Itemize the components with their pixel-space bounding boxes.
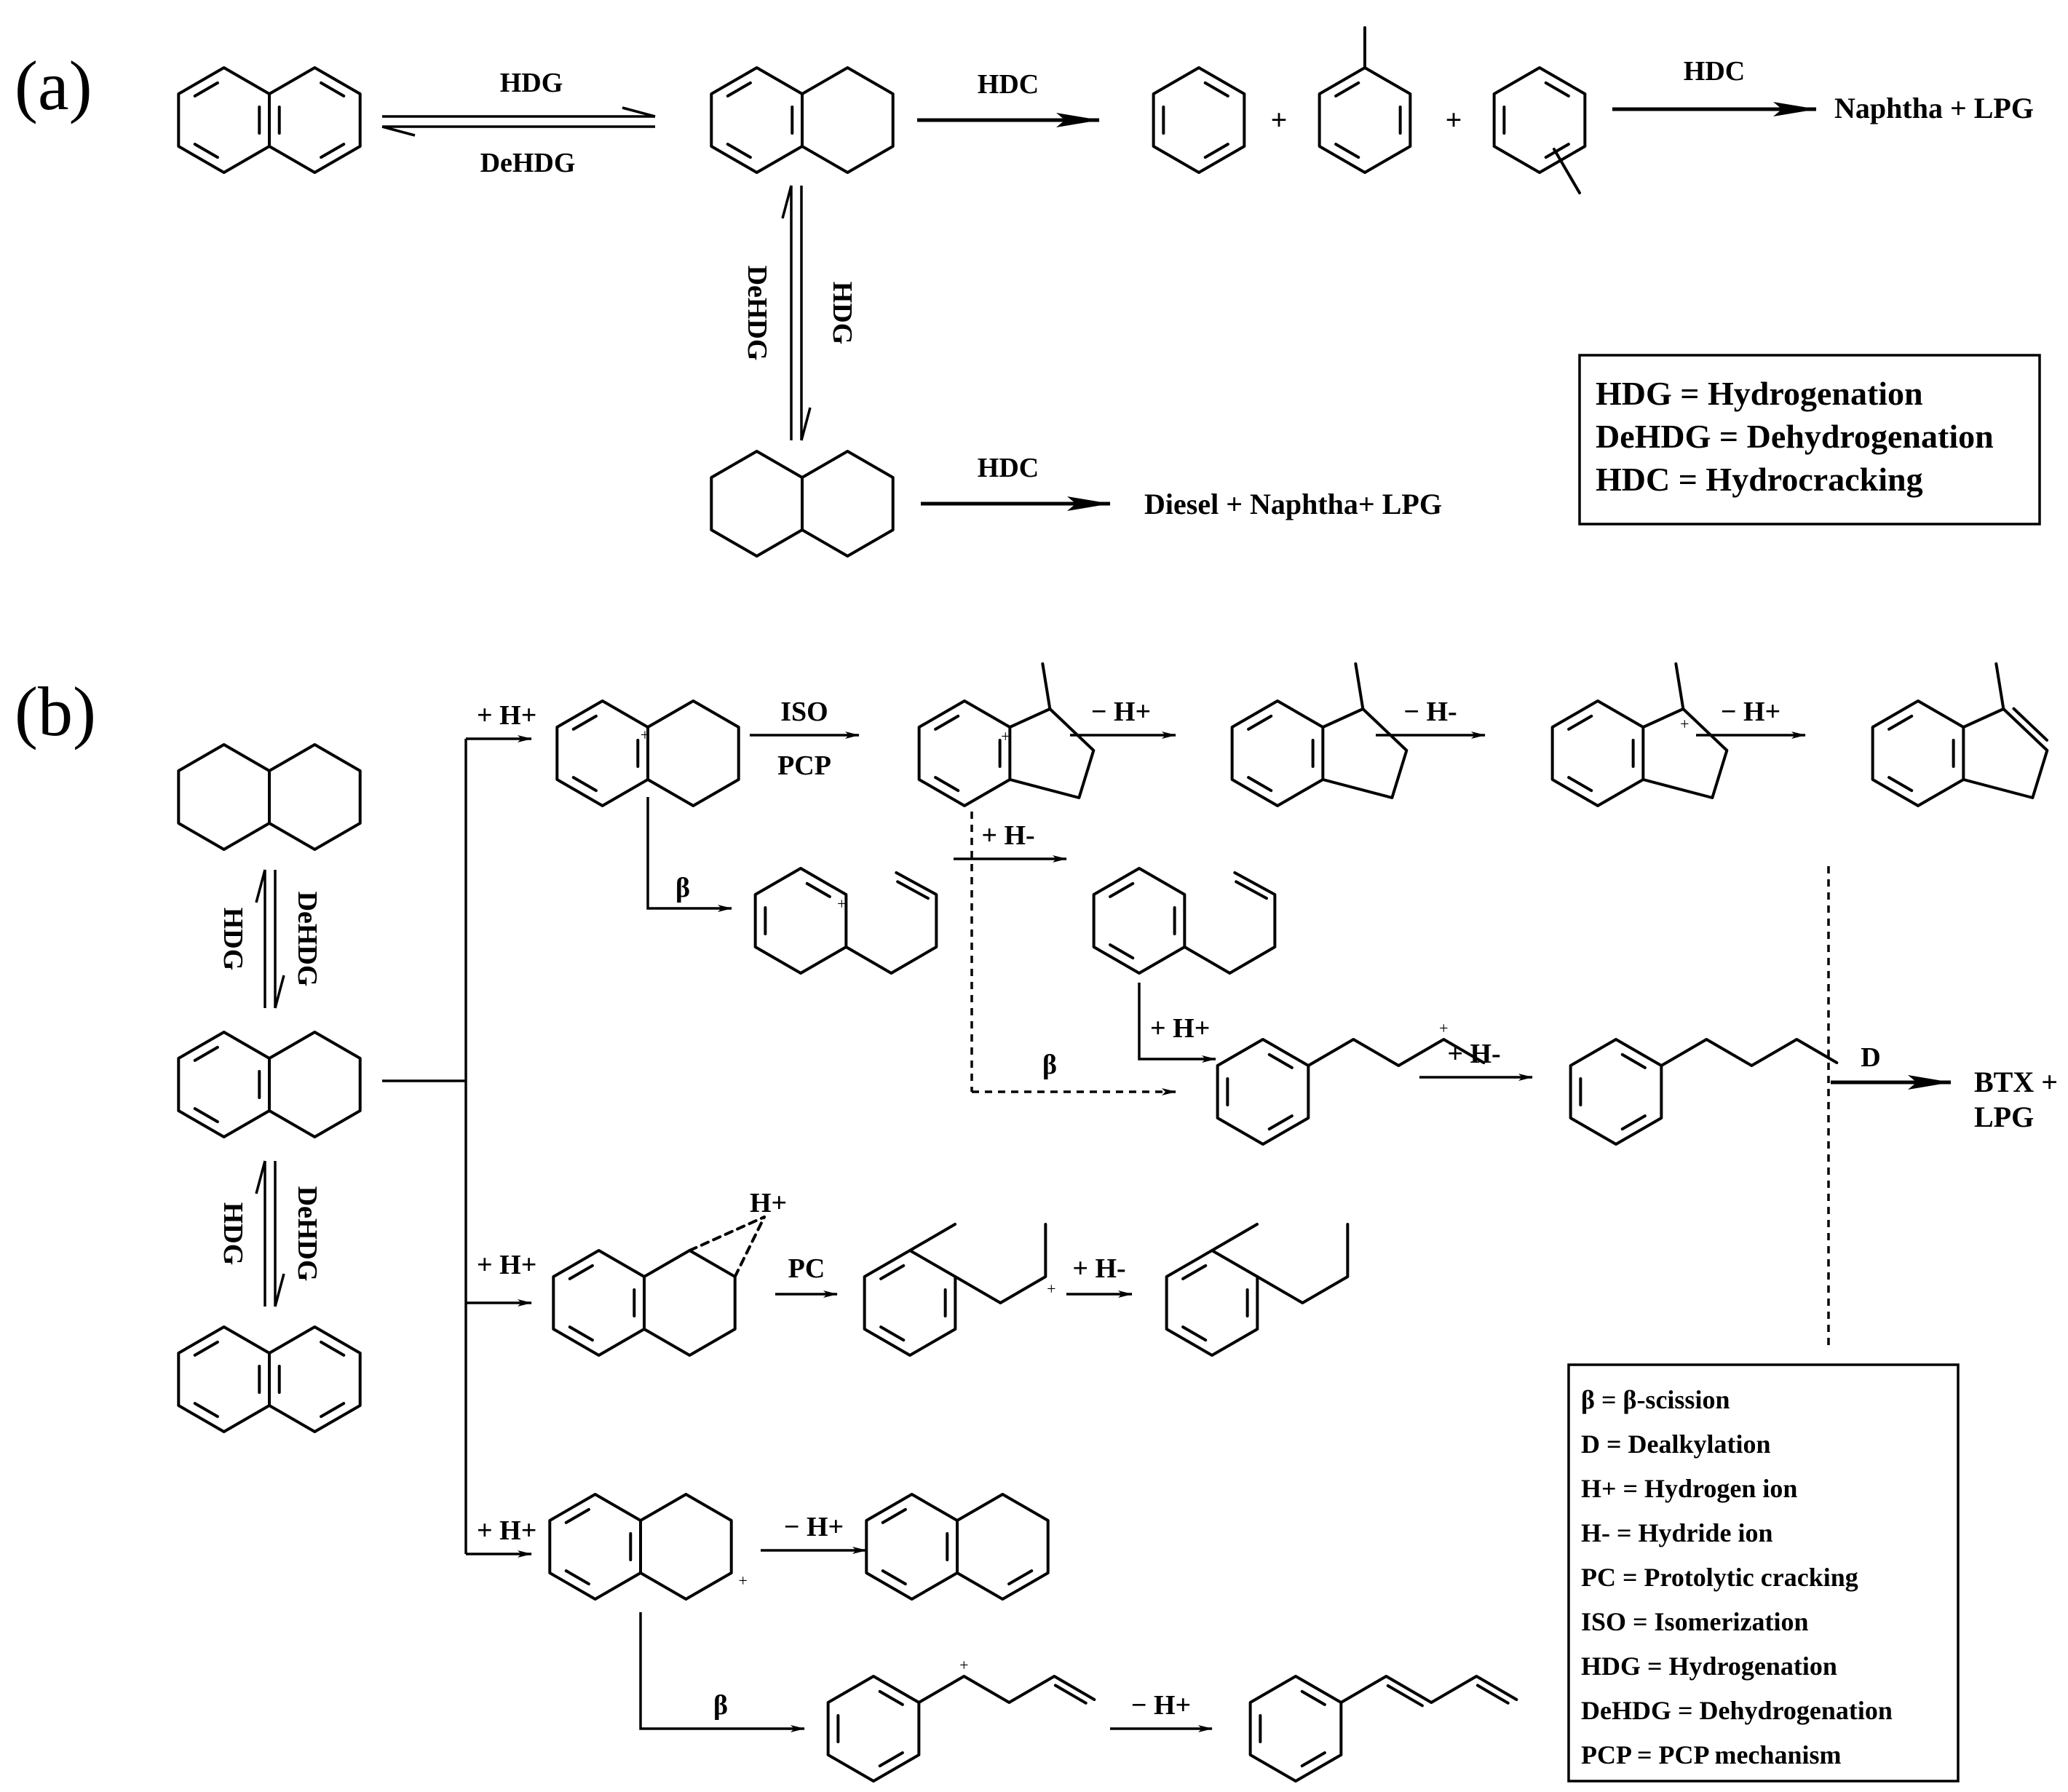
legend-b-line-9: PCP = PCP mechanism xyxy=(1581,1740,1842,1769)
arrow-beta-2 xyxy=(639,1612,805,1732)
legend-b-line-6: ISO = Isomerization xyxy=(1581,1607,1809,1636)
svg-text:+: + xyxy=(641,726,649,744)
equilibrium-arrow-a-top xyxy=(381,106,656,137)
legend-b-line-5: PC = Protolytic cracking xyxy=(1581,1563,1858,1592)
svg-text:+: + xyxy=(1680,715,1689,733)
svg-text:+: + xyxy=(837,895,846,913)
panel-b-label: (b) xyxy=(15,673,96,750)
methylindene xyxy=(1871,662,2049,807)
b-vert-label-dehdg-1: DeHDG xyxy=(292,892,322,987)
label-d: D xyxy=(1861,1042,1880,1073)
label-plus-h-minus-2: + H- xyxy=(1447,1039,1500,1069)
plus-sign-2: + xyxy=(1446,103,1462,136)
svg-text:+: + xyxy=(738,1571,747,1590)
label-beta-dashed: β xyxy=(1042,1050,1057,1080)
label-pc: PC xyxy=(788,1253,825,1284)
tetralin-cation-2: + xyxy=(548,1493,748,1601)
xylene-a xyxy=(1492,66,1587,194)
butylbenzene-cation: + xyxy=(1216,1019,1486,1146)
dihydronaphthalene xyxy=(865,1493,1050,1601)
branch-3-plus-h: + H+ xyxy=(477,1515,536,1546)
indane-cation-1: + xyxy=(917,662,1096,807)
carbocation-tetralin-1: + xyxy=(555,699,740,807)
plus-sign-1: + xyxy=(1271,103,1288,136)
branch-2-plus-h: + H+ xyxy=(477,1250,536,1280)
butylbenzene xyxy=(1569,1038,1839,1146)
svg-text:+: + xyxy=(1001,727,1010,745)
vert-label-hdg: HDG xyxy=(827,282,857,345)
b-vert-label-hdg-1: HDG xyxy=(218,908,248,971)
phenylbutenyl-cation: + xyxy=(826,1656,1096,1783)
methyl-propyl-cation: + xyxy=(863,1223,1056,1357)
label-plus-h-plus-chain: + H+ xyxy=(1150,1013,1210,1044)
protonated-tetralin xyxy=(552,1216,766,1357)
label-minus-h-plus-1: − H+ xyxy=(1091,697,1151,727)
products-btx: BTX + xyxy=(1974,1066,2058,1098)
arrow-beta-1 xyxy=(646,797,732,912)
butenylbenzene xyxy=(1092,867,1277,975)
legend-box-b xyxy=(1567,1363,1960,1783)
decalin-b xyxy=(177,743,362,851)
products-lpg: LPG xyxy=(1974,1101,2034,1133)
label-plus-h-minus-1: + H- xyxy=(981,820,1034,851)
svg-text:+: + xyxy=(1047,1280,1055,1298)
arrow-label-dehdg: DeHDG xyxy=(480,148,576,178)
legend-a-line-3: HDC = Hydrocracking xyxy=(1596,461,1923,498)
label-minus-h-minus: − H- xyxy=(1403,697,1457,727)
legend-b-line-8: DeHDG = Dehydrogenation xyxy=(1581,1696,1893,1725)
label-beta-2: β xyxy=(713,1690,728,1721)
arrow-plus-h-plus-chain xyxy=(1138,983,1216,1063)
label-minus-h-plus-2: − H+ xyxy=(1721,697,1780,727)
products-diesel: Diesel + Naphtha+ LPG xyxy=(1144,488,1442,520)
products-naphtha-lpg: Naphtha + LPG xyxy=(1834,92,2034,124)
vert-label-dehdg: DeHDG xyxy=(742,266,772,361)
label-minus-h-plus-4: − H+ xyxy=(1131,1690,1191,1721)
label-minus-h-plus-3: − H+ xyxy=(784,1512,844,1542)
arrow-label-hdc-1: HDC xyxy=(978,69,1039,100)
label-pcp: PCP xyxy=(777,750,831,781)
phenylbutadiene xyxy=(1248,1675,1518,1783)
label-plus-h-minus-3: + H- xyxy=(1072,1253,1125,1284)
arrow-label-hdc-2: HDC xyxy=(1684,56,1745,87)
svg-text:+: + xyxy=(959,1656,968,1674)
decalin-a xyxy=(710,450,895,558)
tetralin-b xyxy=(177,1031,362,1138)
methyl-propylbenzene xyxy=(1165,1223,1350,1357)
equilibrium-arrow-a-vertical xyxy=(781,185,812,441)
arrow-label-hdc-3: HDC xyxy=(978,453,1039,483)
legend-b-line-7: HDG = Hydrogenation xyxy=(1581,1652,1837,1681)
methylindane xyxy=(1230,662,1409,807)
arrow-label-hdg: HDG xyxy=(500,68,563,98)
legend-b-line-4: H- = Hydride ion xyxy=(1581,1518,1773,1547)
branch-tree xyxy=(382,735,532,1558)
toluene-a xyxy=(1318,26,1412,174)
svg-text:+: + xyxy=(1439,1019,1448,1037)
label-iso: ISO xyxy=(780,697,828,727)
naphthalene-b xyxy=(177,1325,362,1433)
equilibrium-arrow-b-1 xyxy=(255,869,285,1009)
benzene-a xyxy=(1152,66,1246,174)
legend-b-line-2: D = Dealkylation xyxy=(1581,1430,1771,1459)
equilibrium-arrow-b-2 xyxy=(255,1160,285,1307)
legend-a-line-2: DeHDG = Dehydrogenation xyxy=(1596,418,1994,455)
naphthalene-a xyxy=(177,66,362,174)
cyclohexadienyl-butenyl: + xyxy=(753,867,938,975)
tetralin-a xyxy=(710,66,895,174)
legend-b-line-3: H+ = Hydrogen ion xyxy=(1581,1474,1797,1503)
panel-a-label: (a) xyxy=(15,47,92,124)
label-beta-1: β xyxy=(676,873,690,903)
label-h-plus-bridge: H+ xyxy=(750,1188,787,1218)
legend-b-line-1: β = β-scission xyxy=(1581,1385,1730,1414)
indane-cation-2: + xyxy=(1550,662,1729,807)
branch-1-plus-h: + H+ xyxy=(477,700,536,731)
legend-box-a xyxy=(1578,354,2041,526)
b-vert-label-dehdg-2: DeHDG xyxy=(292,1186,322,1282)
legend-a-line-1: HDG = Hydrogenation xyxy=(1596,375,1923,412)
b-vert-label-hdg-2: HDG xyxy=(218,1202,248,1266)
